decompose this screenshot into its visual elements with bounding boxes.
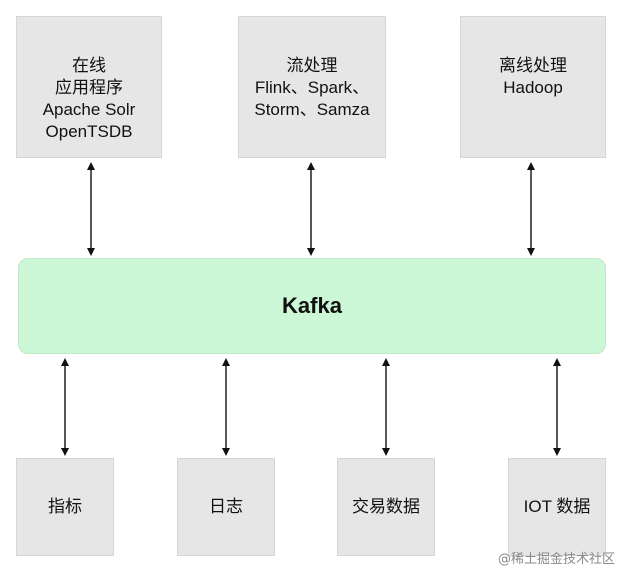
- online-apps-line-3: Apache Solr: [42, 100, 136, 119]
- online-apps-line-4: OpenTSDB: [45, 122, 133, 141]
- offline-processing-box: 离线处理 Hadoop: [460, 16, 606, 158]
- stream-processing-line-2: Flink、Spark、: [254, 78, 370, 97]
- online-apps-line-2: 应用程序: [55, 78, 123, 97]
- kafka-bus: Kafka: [18, 258, 606, 354]
- watermark: @稀土掘金技术社区: [497, 552, 615, 567]
- offline-processing-line-1: 离线处理: [499, 56, 567, 75]
- logs-box: 日志: [177, 458, 275, 556]
- iot-label: IOT 数据: [523, 497, 591, 516]
- online-apps-box: 在线 应用程序 Apache Solr OpenTSDB: [16, 16, 162, 158]
- stream-processing-line-3: Storm、Samza: [254, 100, 370, 119]
- stream-processing-line-1: 流处理: [286, 56, 338, 75]
- transactions-label: 交易数据: [352, 497, 420, 516]
- stream-processing-box: 流处理 Flink、Spark、 Storm、Samza: [238, 16, 386, 158]
- iot-box: IOT 数据: [508, 458, 606, 556]
- transactions-box: 交易数据: [337, 458, 435, 556]
- kafka-label: Kafka: [282, 293, 342, 318]
- metrics-label: 指标: [48, 497, 82, 516]
- online-apps-line-1: 在线: [72, 56, 106, 75]
- offline-processing-line-2: Hadoop: [503, 78, 563, 97]
- metrics-box: 指标: [16, 458, 114, 556]
- logs-label: 日志: [209, 497, 243, 516]
